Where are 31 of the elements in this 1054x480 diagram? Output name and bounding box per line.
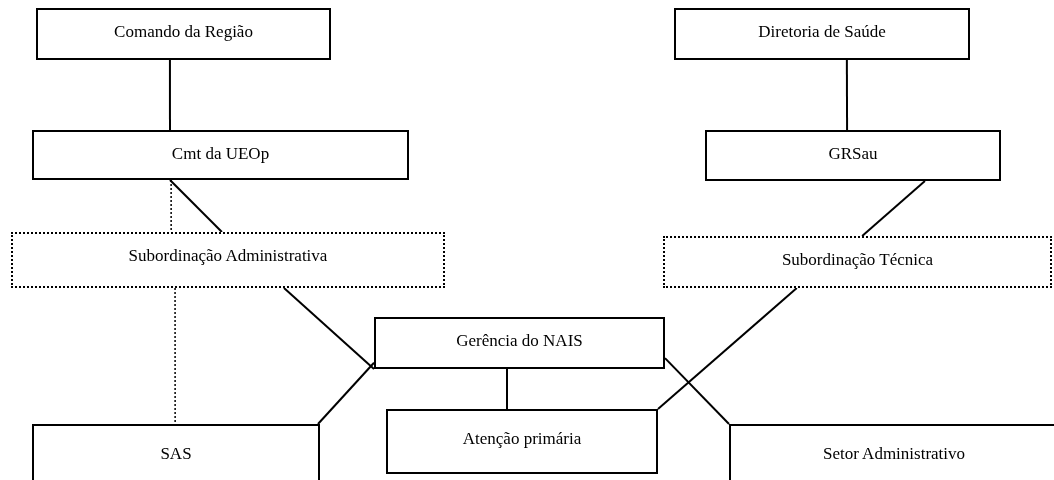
dotted-label-box	[11, 232, 445, 288]
connector-line	[664, 357, 730, 425]
unit-name: GRSau	[828, 144, 878, 164]
unit-name: Gerência do NAIS	[456, 331, 583, 351]
connector-line	[657, 287, 798, 410]
connector-line	[283, 287, 375, 370]
unit-name: Setor Administrativo	[822, 444, 966, 464]
unit-name: Atenção primária	[462, 429, 582, 449]
connector-line	[506, 368, 509, 410]
org-unit-box	[374, 317, 665, 369]
unit-name: Cmt da UEOp	[171, 144, 270, 164]
org-unit-box	[729, 424, 1054, 480]
unit-name: SAS	[160, 444, 192, 464]
unit-name: Subordinação Administrativa	[128, 246, 328, 266]
unit-name: Subordinação Técnica	[781, 250, 934, 270]
dotted-connector-line	[174, 287, 176, 425]
connector-line	[317, 361, 375, 425]
dotted-connector-line	[170, 179, 172, 233]
unit-name: Diretoria de Saúde	[758, 22, 886, 42]
connector-line	[169, 179, 223, 233]
org-unit-box	[386, 409, 658, 474]
org-unit-box	[36, 8, 331, 60]
org-unit-box	[674, 8, 970, 60]
unit-name: Comando da Região	[114, 22, 253, 42]
org-unit-box	[32, 130, 409, 180]
org-unit-box	[32, 424, 320, 480]
dotted-label-box	[663, 236, 1052, 288]
connector-line	[861, 180, 926, 237]
connector-line	[845, 59, 849, 131]
connector-line	[168, 59, 171, 131]
org-unit-box	[705, 130, 1001, 181]
